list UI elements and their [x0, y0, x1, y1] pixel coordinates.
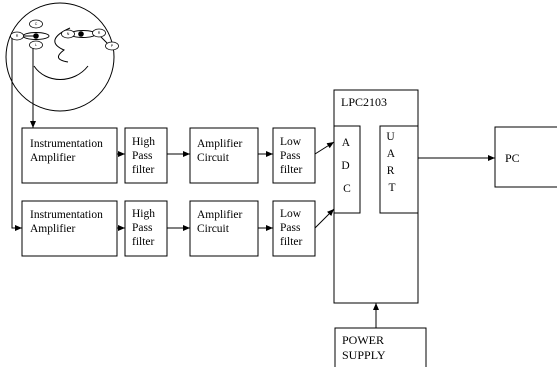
uart-letter-1: U: [386, 131, 395, 143]
chain-2-amp-line-2: Circuit: [197, 223, 230, 235]
signal-chain-2: Instrumentation Amplifier High Pass filt…: [22, 201, 334, 256]
chain-1-amp-line-2: Circuit: [197, 152, 230, 164]
svg-text:High Pass filter: High Pass filter: [132, 208, 158, 248]
chain-1-ia-line-2: Amplifier: [30, 152, 76, 164]
electrode-2-label: C: [35, 22, 38, 26]
electrode-2: C: [30, 20, 43, 28]
power-supply-line-2: SUPPLY: [342, 348, 386, 362]
power-supply-line-1: POWER: [342, 333, 384, 347]
chain-1-hpf-line-1: High: [132, 136, 155, 148]
pc-label: PC: [505, 151, 520, 165]
uart-letter-4: T: [388, 182, 395, 194]
svg-text:Low Pass filter: Low Pass filter: [280, 136, 304, 176]
chain-1-ia-line-1: Instrumentation: [30, 138, 103, 150]
svg-text:Low Pass filter: Low Pass filter: [280, 208, 304, 248]
face-outline: [6, 3, 114, 111]
chain-1-arrow-lpf-adc: [315, 142, 334, 154]
chain-1-lpf-line-2: Pass: [280, 150, 301, 162]
svg-text:High Pass filter: High Pass filter: [132, 136, 158, 176]
chain-1-lpf-line-1: Low: [280, 136, 302, 148]
face-illustration: R C L N R P: [6, 3, 119, 111]
electrode-3-label: L: [35, 43, 37, 47]
chain-1-hpf-line-2: Pass: [132, 150, 153, 162]
chain-1-hpf-line-3: filter: [132, 164, 155, 176]
electrode-6: P: [106, 42, 119, 50]
chain-1-amp-line-1: Amplifier: [197, 138, 243, 150]
chain-2-hpf-line-1: High: [132, 208, 155, 220]
adc-letter-1: A: [342, 137, 351, 149]
electrode-5-label: R: [98, 31, 101, 35]
chain-2-lpf-line-2: Pass: [280, 222, 301, 234]
chain-2-ia-line-1: Instrumentation: [30, 209, 103, 221]
chain-2-ia-line-2: Amplifier: [30, 223, 76, 235]
chain-1-lpf-line-3: filter: [280, 164, 303, 176]
chain-2-lpf-line-1: Low: [280, 208, 302, 220]
uart-letter-2: A: [387, 148, 396, 160]
svg-text:POWER SUPPLY: POWER SUPPLY: [342, 333, 387, 362]
chain-2-amp-line-1: Amplifier: [197, 209, 243, 221]
chain-2-arrow-lpf-adc: [315, 209, 334, 228]
uart-letter-3: R: [387, 165, 395, 177]
electrode-1-label: R: [16, 34, 19, 38]
chain-2-hpf-line-3: filter: [132, 236, 155, 248]
chain-2-lpf-line-3: filter: [280, 236, 303, 248]
signal-chain-1: Instrumentation Amplifier High Pass filt…: [22, 128, 334, 183]
electrode-3: L: [30, 41, 43, 49]
electrode-5: R: [93, 29, 106, 37]
electrode-4: N: [62, 30, 75, 38]
electrode-4-label: N: [67, 32, 70, 36]
adc-letter-2: D: [341, 160, 349, 172]
lpc2103-block: LPC2103 A D C U A R T: [334, 90, 418, 303]
lpc2103-label: LPC2103: [341, 95, 387, 109]
chain-2-hpf-line-2: Pass: [132, 222, 153, 234]
adc-letter-3: C: [343, 183, 351, 195]
